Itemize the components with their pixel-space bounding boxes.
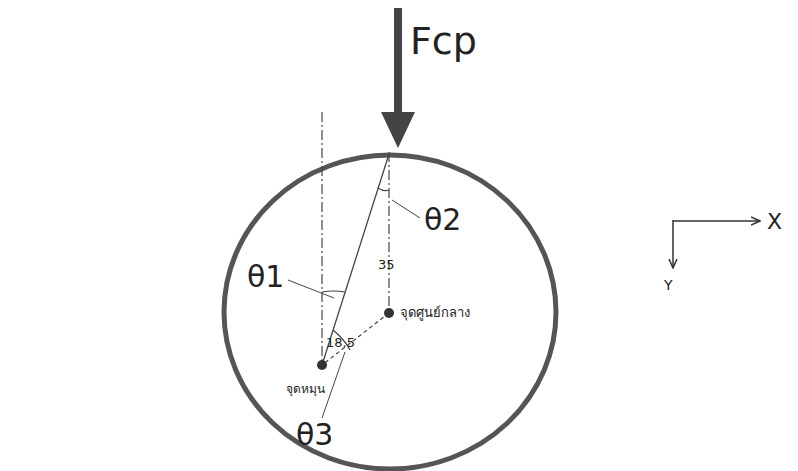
force-label: Fcp	[410, 22, 477, 60]
pivot-dot	[317, 360, 327, 370]
pivot-axis	[321, 112, 322, 365]
y-axis	[672, 220, 674, 268]
force-shaft	[394, 8, 402, 120]
leader-line	[288, 280, 334, 298]
angle-arc	[322, 291, 345, 292]
dimension-label: 18.5	[326, 336, 355, 349]
point-label: จุดหมุน	[286, 383, 325, 395]
angle-arc	[378, 188, 389, 191]
point-label: จุดศูนย์กลาง	[400, 306, 470, 319]
angle-label: θ3	[296, 420, 333, 450]
angle-label: θ1	[247, 262, 284, 292]
circle-outline	[224, 155, 556, 469]
center-pivot-line	[322, 313, 389, 365]
center-axis	[388, 152, 389, 313]
axis-label: Y	[664, 278, 673, 292]
dimension-label: 35	[378, 258, 395, 271]
center-dot	[384, 308, 394, 318]
angle-label: θ2	[424, 205, 461, 235]
x-axis	[673, 220, 760, 222]
axis-label: X	[767, 211, 782, 233]
force-head	[381, 112, 415, 148]
leader-line	[392, 200, 420, 218]
